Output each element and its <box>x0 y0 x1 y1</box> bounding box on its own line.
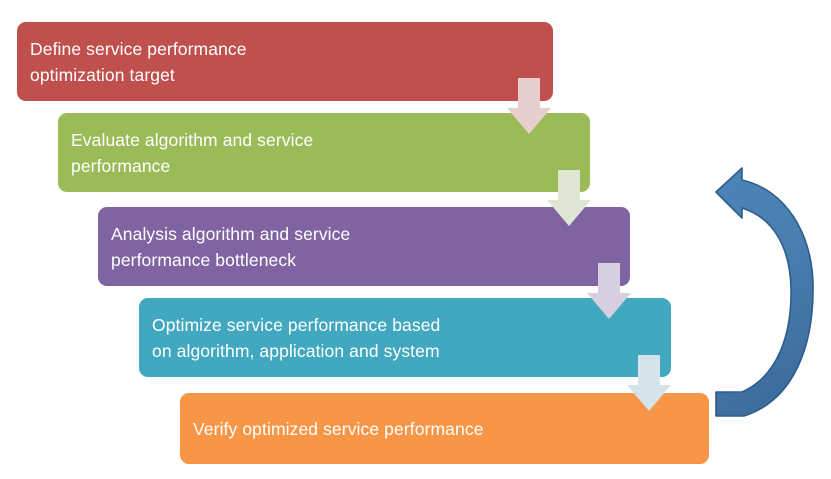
process-step-verify-performance[interactable]: Verify optimized service performance <box>180 393 709 464</box>
process-step-define-target[interactable]: Define service performance optimization … <box>17 22 553 101</box>
process-step-analysis-bottleneck[interactable]: Analysis algorithm and service performan… <box>98 207 630 286</box>
step-text-line: on algorithm, application and system <box>152 340 440 361</box>
process-step-evaluate-performance[interactable]: Evaluate algorithm and service performan… <box>58 113 590 192</box>
step-text-line: Optimize service performance based <box>152 314 441 335</box>
process-step-optimize-performance[interactable]: Optimize service performance based on al… <box>139 298 671 377</box>
step-text-line: optimization target <box>30 64 175 85</box>
step-text-line: Define service performance <box>30 38 247 59</box>
step-text-line: performance <box>71 155 171 176</box>
feedback-loop-arrow <box>715 167 814 417</box>
step-text-line: Analysis algorithm and service <box>111 223 351 244</box>
step-text-line: Evaluate algorithm and service <box>71 129 314 150</box>
step-text-line: performance bottleneck <box>111 249 297 270</box>
step-text-line: Verify optimized service performance <box>193 418 484 439</box>
